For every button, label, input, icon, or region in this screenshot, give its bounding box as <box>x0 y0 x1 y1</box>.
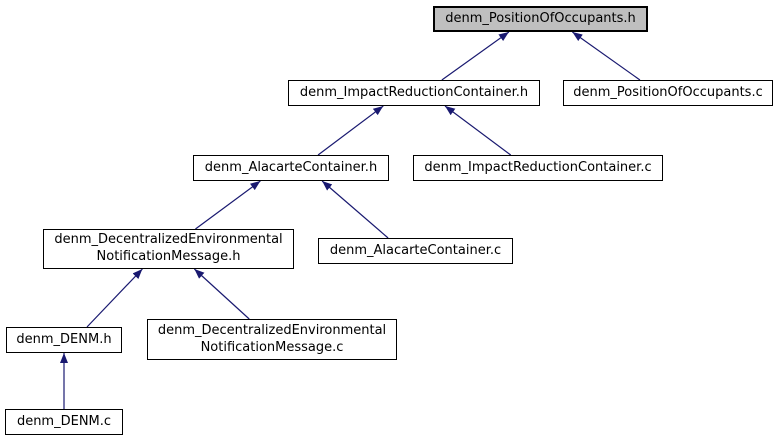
include-edge <box>444 105 512 156</box>
include-edge <box>441 31 510 81</box>
node-label: denm_DENM.h <box>16 331 112 347</box>
node-label: denm_DecentralizedEnvironmental <box>157 322 387 338</box>
node-denm-denm-h[interactable]: denm_DENM.h <box>6 327 122 353</box>
node-label: denm_DecentralizedEnvironmental <box>54 232 283 248</box>
include-edge <box>317 105 384 156</box>
node-denm-positionofoccupants-h: denm_PositionOfOccupants.h <box>433 6 648 32</box>
node-label: denm_AlacarteContainer.c <box>329 242 502 258</box>
node-label: denm_DENM.c <box>16 413 112 429</box>
include-edge <box>195 180 261 230</box>
node-denm-positionofoccupants-c[interactable]: denm_PositionOfOccupants.c <box>563 80 773 106</box>
include-edge <box>86 268 143 328</box>
node-denm-denm-c[interactable]: denm_DENM.c <box>5 409 123 435</box>
node-denm-decentralizedenvironmentalnotificationmessage-h[interactable]: denm_DecentralizedEnvironmental Notifica… <box>43 229 294 269</box>
node-label: NotificationMessage.h <box>96 249 241 264</box>
node-label: denm_AlacarteContainer.h <box>204 159 378 175</box>
node-label: denm_ImpactReductionContainer.c <box>424 159 652 175</box>
node-denm-impactreductioncontainer-c[interactable]: denm_ImpactReductionContainer.c <box>413 155 663 181</box>
node-denm-alacartecontainer-h[interactable]: denm_AlacarteContainer.h <box>193 155 389 181</box>
include-edge <box>193 268 250 320</box>
node-label: denm_PositionOfOccupants.c <box>573 84 763 100</box>
node-denm-decentralizedenvironmentalnotificationmessage-c[interactable]: denm_DecentralizedEnvironmental Notifica… <box>147 319 397 360</box>
node-label: denm_ImpactReductionContainer.h <box>299 84 529 100</box>
node-label: NotificationMessage.c <box>200 339 344 355</box>
include-edge <box>321 180 389 239</box>
node-denm-impactreductioncontainer-h[interactable]: denm_ImpactReductionContainer.h <box>288 80 540 106</box>
node-label: denm_PositionOfOccupants.h <box>445 10 636 26</box>
node-denm-alacartecontainer-c[interactable]: denm_AlacarteContainer.c <box>318 238 513 264</box>
include-edge <box>572 31 641 81</box>
